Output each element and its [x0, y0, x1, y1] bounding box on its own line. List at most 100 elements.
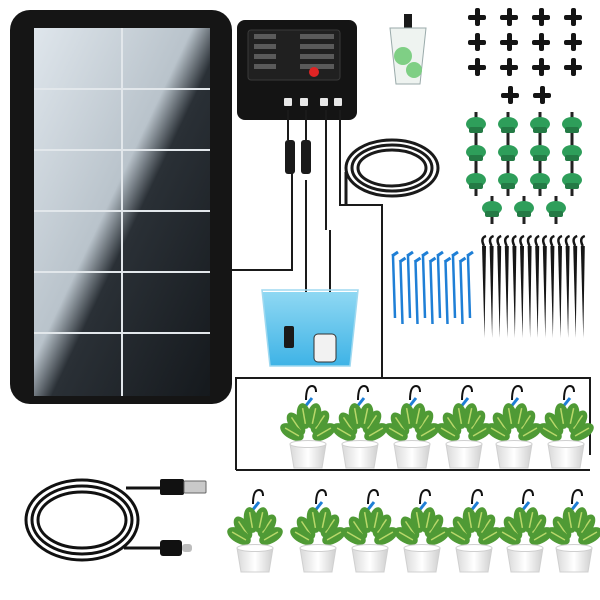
- leaf-vein: [531, 518, 543, 534]
- emitter-tip: [474, 161, 478, 168]
- leaf-vein: [467, 408, 473, 424]
- leaf-vein: [580, 518, 592, 534]
- leaf-vein: [376, 518, 388, 534]
- leaf-vein: [430, 531, 446, 541]
- emitter-cap: [469, 183, 483, 189]
- leaf-vein: [480, 518, 492, 534]
- leaf-vein: [559, 407, 565, 425]
- water-filter: [389, 14, 427, 85]
- leaf-vein: [470, 414, 482, 430]
- black-stake-hook: [481, 234, 487, 247]
- tee-connectors: [468, 8, 582, 104]
- pot-rim: [351, 544, 389, 552]
- emitter-spike: [474, 168, 478, 176]
- emitter-tip: [506, 161, 510, 168]
- leaf-vein: [311, 408, 317, 424]
- leaf-vein: [507, 407, 513, 425]
- emitter-cap: [533, 127, 547, 133]
- port-icon: [320, 98, 328, 106]
- drip-line-drop: [511, 384, 523, 401]
- emitter-tip: [474, 189, 478, 196]
- tee-stem: [571, 8, 576, 26]
- pot-rim: [555, 544, 593, 552]
- leaf-vein: [415, 511, 421, 529]
- emitter-cap: [549, 211, 563, 217]
- blue-drip-stake-icon: [414, 261, 419, 325]
- emitter-cap: [469, 127, 483, 133]
- leaf-vein: [567, 511, 573, 529]
- display-segment: [254, 54, 276, 59]
- blue-stake-head: [428, 256, 437, 264]
- leaf-vein: [425, 512, 431, 528]
- inline-connectors: [285, 140, 311, 174]
- potted-plant: [436, 384, 492, 469]
- blue-stake-head: [443, 256, 452, 264]
- tee-stem: [508, 86, 513, 104]
- emitter-cap: [501, 183, 515, 189]
- tee-stem: [507, 8, 512, 26]
- leaf-vein: [353, 407, 359, 425]
- black-stake-hook: [534, 234, 540, 247]
- blue-drip-stake-icon: [436, 255, 442, 319]
- potted-plant: [227, 488, 283, 573]
- potted-plant: [384, 384, 440, 469]
- blue-stake-head: [413, 256, 422, 264]
- leaf-vein: [405, 407, 411, 425]
- water-fill: [262, 292, 358, 366]
- leaf-vein: [569, 408, 575, 424]
- potted-plant: [546, 488, 600, 573]
- display-segment: [300, 54, 334, 59]
- drip-line-drop: [305, 384, 317, 401]
- blue-drip-stake-icon: [421, 255, 427, 319]
- black-stake-hook: [557, 234, 563, 247]
- leaf-vein: [326, 531, 342, 541]
- pot-rim: [289, 440, 327, 448]
- black-stake-hook: [572, 234, 578, 247]
- pot-rim: [506, 544, 544, 552]
- emitter-spike: [506, 140, 510, 148]
- port-icon: [284, 98, 292, 106]
- leaf-vein: [582, 531, 598, 541]
- emitter-spike: [522, 196, 526, 204]
- blue-stake-head: [421, 250, 429, 258]
- potted-plant: [332, 384, 388, 469]
- black-drip-stake-icon: [558, 246, 562, 338]
- power-button-icon: [309, 67, 319, 77]
- supply-hose: [235, 110, 591, 471]
- drip-line-drop: [471, 488, 483, 505]
- black-stake-hook: [488, 234, 495, 247]
- tee-stem: [571, 58, 576, 76]
- black-stake-hook: [511, 234, 517, 247]
- blue-drip-stake-icon: [444, 261, 449, 325]
- black-stake-hook: [526, 234, 533, 247]
- black-drip-stake-icon: [520, 246, 524, 338]
- emitter-cap: [565, 127, 579, 133]
- leaf-vein: [311, 511, 317, 529]
- leaf-vein: [574, 427, 590, 437]
- emitter-spike: [474, 112, 478, 120]
- drip-line-drop: [563, 384, 575, 401]
- tee-stem: [539, 33, 544, 51]
- controller-ports: [284, 98, 342, 106]
- potted-plant: [486, 384, 542, 469]
- emitter-tip: [506, 189, 510, 196]
- black-drip-stake-icon: [512, 246, 517, 338]
- emitter-cap: [565, 155, 579, 161]
- leaf-vein: [231, 531, 247, 541]
- black-stake-hook: [541, 234, 548, 247]
- emitter-tip: [538, 189, 542, 196]
- potted-plant: [538, 384, 594, 469]
- emitter-spike: [538, 112, 542, 120]
- tee-stem: [539, 8, 544, 26]
- blue-drip-stake-icon: [391, 255, 397, 319]
- leaf-vein: [363, 511, 369, 529]
- emitter-tip: [570, 161, 574, 168]
- emitter-spike: [506, 168, 510, 176]
- emitter-cap: [533, 155, 547, 161]
- leaf-vein: [550, 531, 566, 541]
- leaf-vein: [366, 414, 378, 430]
- blue-stake-head: [436, 250, 444, 258]
- leaf-vein: [321, 512, 327, 528]
- solar-wire: [232, 150, 293, 271]
